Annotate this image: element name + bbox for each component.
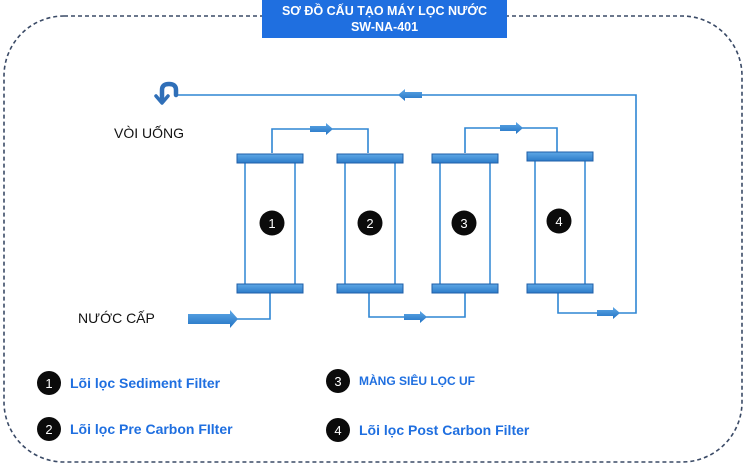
legend-number-badge: 4 [326, 418, 350, 442]
legend-item-2: 2 Lõi lọc Pre Carbon FIlter [37, 417, 233, 441]
inlet-label: NƯỚC CẤP [78, 310, 155, 326]
filter-cap-bottom [526, 283, 594, 294]
legend-label: MÀNG SIÊU LỌC UF [359, 374, 475, 388]
legend-label: Lõi lọc Sediment Filter [70, 375, 221, 391]
pipe-1-2 [271, 128, 369, 153]
flow-arrow-icon [404, 311, 427, 323]
filter-cap-bottom [236, 283, 304, 294]
pipe-3-4 [464, 127, 558, 153]
filter-3: 3 [431, 153, 499, 294]
title-line-2: SW-NA-401 [350, 20, 419, 34]
flow-arrow-icon [398, 89, 422, 101]
filter-cap-top [431, 153, 499, 164]
filter-cap-bottom [431, 283, 499, 294]
filter-cap-top [336, 153, 404, 164]
flow-arrow-icon [188, 310, 238, 328]
filter-number: 4 [555, 214, 562, 229]
filter-number-badge [259, 210, 285, 236]
flow-arrow-icon [500, 122, 523, 134]
filter-number: 3 [460, 216, 467, 231]
title-banner: SƠ ĐỒ CẤU TẠO MÁY LỌC NƯỚC SW-NA-401 [262, 0, 507, 38]
flow-arrows [188, 89, 620, 328]
pipe-2-3 [368, 293, 466, 318]
pipe-return [174, 94, 637, 314]
legend-item-4: 4 Lõi lọc Post Carbon Filter [326, 418, 529, 442]
filter-number: 2 [366, 216, 373, 231]
filter-cap-bottom [336, 283, 404, 294]
legend-item-1: 1 Lõi lọc Sediment Filter [37, 371, 220, 395]
filter-number-badge [451, 210, 477, 236]
legend-number-badge: 2 [37, 417, 61, 441]
flow-arrow-icon [597, 307, 620, 319]
legend-number-badge: 1 [37, 371, 61, 395]
filter-number: 1 [268, 216, 275, 231]
filter-cap-top [526, 151, 594, 162]
filter-2: 2 [336, 153, 404, 294]
legend-number-badge: 3 [326, 369, 350, 393]
title-line-1: SƠ ĐỒ CẤU TẠO MÁY LỌC NƯỚC [281, 4, 488, 18]
legend-item-3: 3 MÀNG SIÊU LỌC UF [326, 369, 475, 393]
filter-number-badge [546, 208, 572, 234]
outlet-label: VÒI UỐNG [114, 125, 185, 141]
filter-number-badge [357, 210, 383, 236]
legend-label: Lõi lọc Post Carbon Filter [359, 422, 530, 438]
flow-arrow-icon [310, 123, 333, 135]
filter-1: 1 [236, 153, 304, 294]
legend-label: Lõi lọc Pre Carbon FIlter [70, 421, 233, 437]
filter-4: 4 [526, 151, 594, 294]
filter-cap-top [236, 153, 304, 164]
faucet-icon [154, 81, 179, 105]
